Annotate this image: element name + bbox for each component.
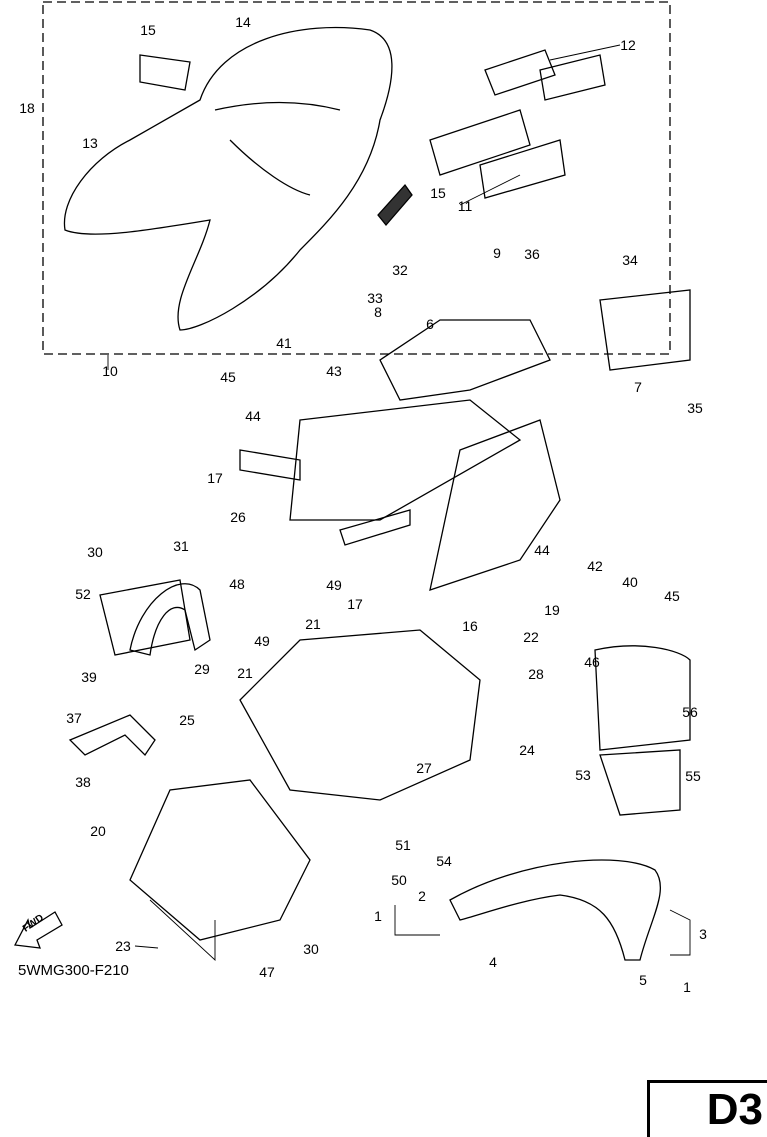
callout-label: 45 xyxy=(220,369,236,385)
callout-label: 45 xyxy=(664,588,680,604)
callout-label: 51 xyxy=(395,837,411,853)
callout-label: 4 xyxy=(489,954,497,970)
callout-label: 7 xyxy=(634,379,642,395)
callout-label: 22 xyxy=(523,629,539,645)
callout-label: 15 xyxy=(430,185,446,201)
callout-label: 1 xyxy=(374,908,382,924)
flap xyxy=(594,645,691,751)
callout-label: 54 xyxy=(436,853,452,869)
callout-label: 3 xyxy=(699,926,707,942)
callout-label: 18 xyxy=(19,100,35,116)
callout-label: 24 xyxy=(519,742,535,758)
callout-label: 28 xyxy=(528,666,544,682)
callout-label: 26 xyxy=(230,509,246,525)
callout-label: 23 xyxy=(115,938,131,954)
callout-label: 33 xyxy=(367,290,383,306)
callout-label: 50 xyxy=(391,872,407,888)
callout-label: 39 xyxy=(81,669,97,685)
fwd-arrow xyxy=(13,911,63,949)
callout-label: 19 xyxy=(544,602,560,618)
callout-label: 35 xyxy=(687,400,703,416)
callout-label: 17 xyxy=(347,596,363,612)
callout-label: 56 xyxy=(682,704,698,720)
callout-label: 32 xyxy=(392,262,408,278)
rear-fender xyxy=(449,859,662,961)
bracket-55 xyxy=(599,749,681,816)
callout-label: 44 xyxy=(245,408,261,424)
callout-label: 17 xyxy=(207,470,223,486)
callout-label: 44 xyxy=(534,542,550,558)
callout-label: 31 xyxy=(173,538,189,554)
callout-label: 11 xyxy=(457,198,473,214)
callout-label: 55 xyxy=(685,768,701,784)
pads xyxy=(429,49,606,199)
callout-label: 9 xyxy=(493,245,501,261)
callout-label: 48 xyxy=(229,576,245,592)
frame-brackets xyxy=(239,289,691,591)
callout-label: 21 xyxy=(237,665,253,681)
callout-label: 43 xyxy=(326,363,342,379)
callout-label: 2 xyxy=(418,888,426,904)
callout-label: 21 xyxy=(305,616,321,632)
callout-label: 30 xyxy=(87,544,103,560)
callout-label: 1 xyxy=(683,979,691,995)
callout-label: 49 xyxy=(254,633,270,649)
callout-label: 5 xyxy=(639,972,647,988)
callout-label: 37 xyxy=(66,710,82,726)
callout-label: 16 xyxy=(462,618,478,634)
callout-label: 27 xyxy=(416,760,432,776)
callout-label: 6 xyxy=(426,316,434,332)
leader-lines xyxy=(107,44,691,962)
callout-label: 8 xyxy=(374,304,382,320)
callout-label: 38 xyxy=(75,774,91,790)
callout-label: 47 xyxy=(259,964,275,980)
callout-label: 12 xyxy=(620,37,636,53)
callout-label: 40 xyxy=(622,574,638,590)
callout-label: 49 xyxy=(326,577,342,593)
emblem xyxy=(377,183,413,227)
callout-label: 10 xyxy=(102,363,118,379)
callout-label: 36 xyxy=(524,246,540,262)
grab-bars xyxy=(68,579,211,757)
callout-label: 52 xyxy=(75,586,91,602)
callout-label: 42 xyxy=(587,558,603,574)
callout-label: 15 xyxy=(140,22,156,38)
diagram-code: 5WMG300-F210 xyxy=(18,962,129,979)
seat-cowl-group-box xyxy=(42,1,671,355)
seat-cowl xyxy=(63,26,393,331)
callout-label: 41 xyxy=(276,335,292,351)
callout-label: 13 xyxy=(82,135,98,151)
callout-label: 53 xyxy=(575,767,591,783)
callout-label: 34 xyxy=(622,252,638,268)
callout-label: 20 xyxy=(90,823,106,839)
callout-label: 25 xyxy=(179,712,195,728)
callout-label: 14 xyxy=(235,14,251,30)
page-id: D3 xyxy=(647,1080,767,1137)
callout-label: 46 xyxy=(584,654,600,670)
callout-label: 29 xyxy=(194,661,210,677)
rear-fender-inner xyxy=(129,629,481,941)
callout-label: 30 xyxy=(303,941,319,957)
